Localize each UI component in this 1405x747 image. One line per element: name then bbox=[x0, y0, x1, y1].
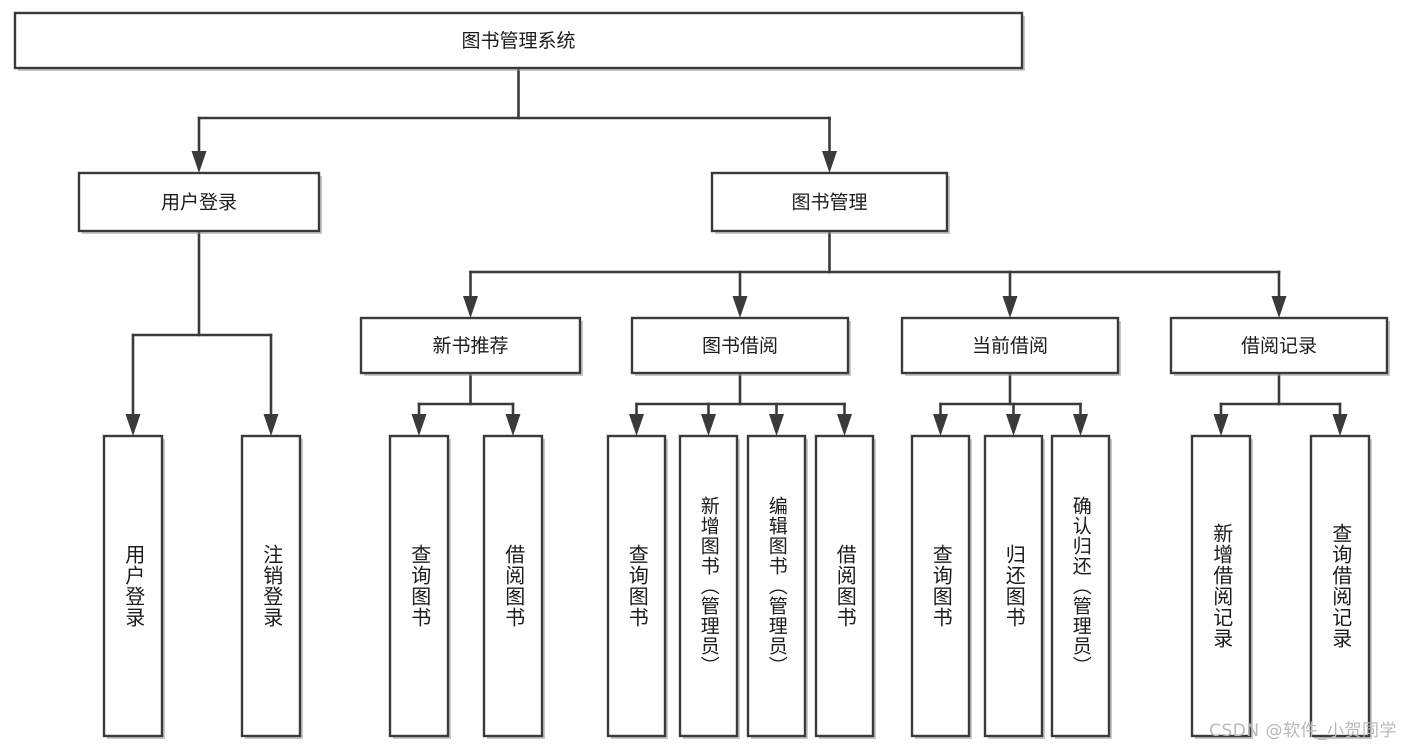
node-box-book-borrow[interactable] bbox=[630, 316, 850, 375]
node-box-leaf-borrow-book-1[interactable] bbox=[482, 434, 544, 738]
node-label-new-book-recommend: 新书推荐 bbox=[432, 335, 508, 357]
node-box-leaf-query-book-1[interactable] bbox=[388, 434, 450, 738]
node-box-new-book-recommend[interactable] bbox=[359, 316, 582, 375]
node-label-book-borrow: 图书借阅 bbox=[702, 335, 778, 357]
node-label-book-manage: 图书管理 bbox=[791, 192, 867, 214]
node-layer bbox=[13, 11, 1390, 739]
node-box-borrow-record[interactable] bbox=[1169, 316, 1389, 375]
node-label-current-borrow: 当前借阅 bbox=[972, 335, 1048, 357]
node-box-current-borrow[interactable] bbox=[900, 316, 1120, 375]
node-box-leaf-query-record[interactable] bbox=[1309, 434, 1371, 738]
node-label-root: 图书管理系统 bbox=[461, 30, 575, 52]
node-box-leaf-borrow-book-2[interactable] bbox=[814, 434, 875, 738]
node-box-user-login[interactable] bbox=[77, 171, 321, 233]
node-box-leaf-logout[interactable] bbox=[240, 434, 302, 738]
node-box-leaf-confirm-return[interactable] bbox=[1050, 434, 1111, 738]
node-label-borrow-record: 借阅记录 bbox=[1241, 335, 1317, 357]
node-box-leaf-query-book-3[interactable] bbox=[910, 434, 971, 738]
connector-layer bbox=[125, 66, 1348, 436]
node-box-leaf-add-book[interactable] bbox=[678, 434, 739, 738]
node-box-leaf-query-book-2[interactable] bbox=[606, 434, 667, 738]
watermark-text: CSDN @软件_小贺同学 bbox=[1209, 721, 1397, 741]
node-label-user-login: 用户登录 bbox=[161, 192, 237, 214]
node-box-leaf-add-record[interactable] bbox=[1190, 434, 1252, 738]
node-box-leaf-edit-book[interactable] bbox=[746, 434, 807, 738]
node-box-leaf-return-book[interactable] bbox=[983, 434, 1044, 738]
node-box-root[interactable] bbox=[13, 11, 1024, 70]
node-box-leaf-user-login[interactable] bbox=[102, 434, 164, 738]
node-box-book-manage[interactable] bbox=[710, 171, 949, 233]
